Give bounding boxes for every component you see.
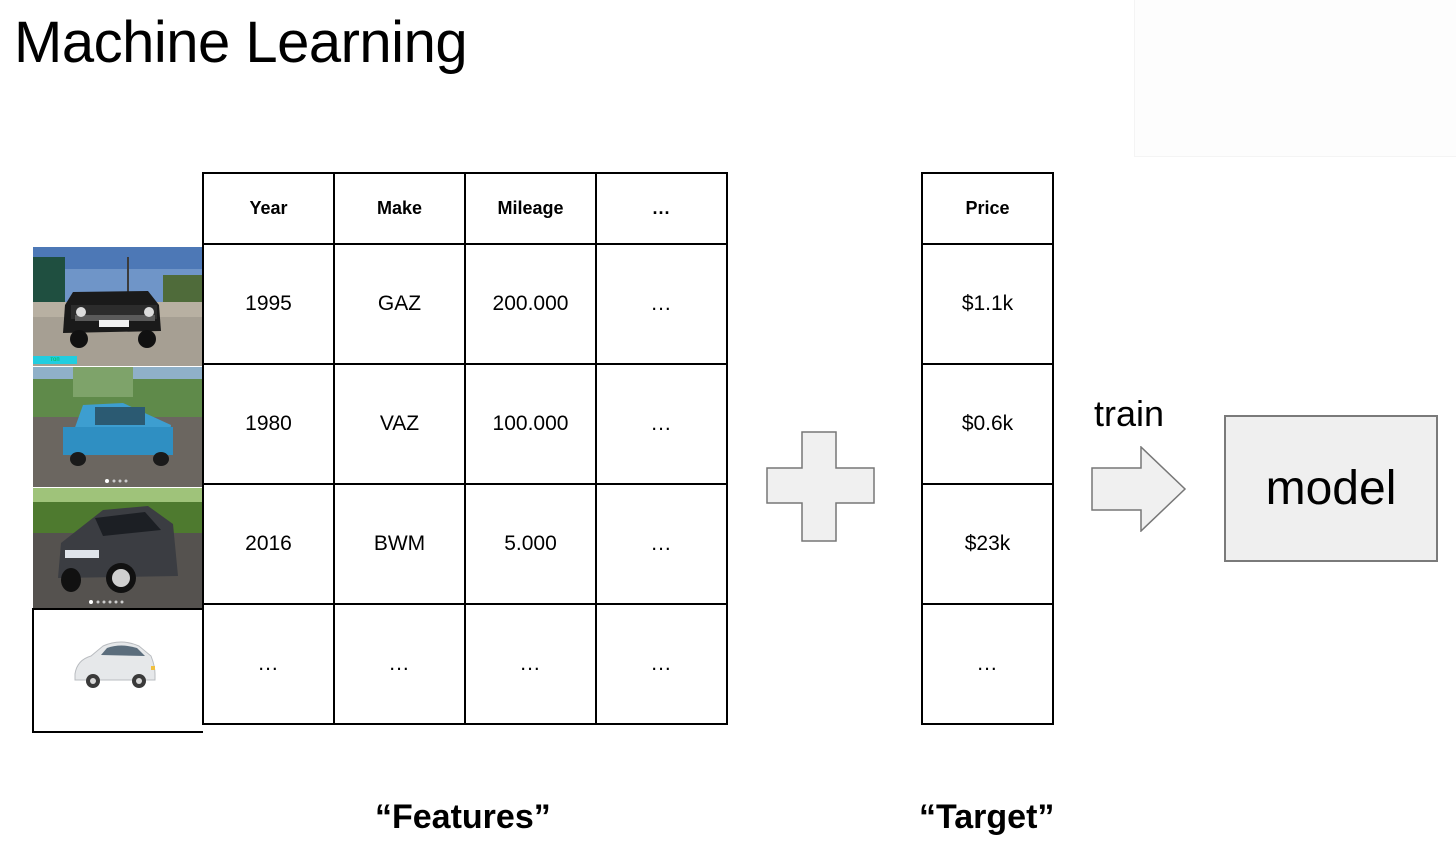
train-label: train [1094, 393, 1165, 434]
cell-mileage: 100.000 [464, 363, 597, 485]
target-table: Price $1.1k $0.6k $23k ... [921, 172, 1054, 725]
car-photo-bmw [33, 488, 202, 608]
cell-year: ... [202, 603, 335, 725]
car-placeholder-cell [32, 608, 203, 733]
table-row: ... [921, 603, 1054, 725]
model-box: model [1224, 415, 1438, 562]
cell-more: ... [595, 243, 728, 365]
arrow-right-icon [1091, 446, 1187, 532]
table-row: $1.1k [921, 243, 1054, 365]
table-row: 1995 GAZ 200.000 ... [202, 243, 728, 365]
table-row: $23k [921, 483, 1054, 605]
table-row: $0.6k [921, 363, 1054, 485]
features-header-row: Year Make Mileage ... [202, 172, 728, 245]
cell-year: 1980 [202, 363, 335, 485]
header-year: Year [202, 172, 335, 245]
photo-tag: топ [33, 356, 77, 364]
header-mileage: Mileage [464, 172, 597, 245]
car-photo-vaz [33, 367, 202, 487]
cell-price: $23k [921, 483, 1054, 605]
header-more: ... [595, 172, 728, 245]
car-icon [74, 641, 156, 688]
cell-mileage: 200.000 [464, 243, 597, 365]
cell-make: GAZ [333, 243, 466, 365]
table-row: ... ... ... ... [202, 603, 728, 725]
cell-make: ... [333, 603, 466, 725]
cell-price: $1.1k [921, 243, 1054, 365]
table-row: 1980 VAZ 100.000 ... [202, 363, 728, 485]
cell-price: ... [921, 603, 1054, 725]
target-label: “Target” [919, 798, 1055, 836]
car-photo-gaz: топ [33, 247, 202, 366]
cell-more: ... [595, 603, 728, 725]
cell-make: BWM [333, 483, 466, 605]
cell-make: VAZ [333, 363, 466, 485]
features-table: Year Make Mileage ... 1995 GAZ 200.000 .… [202, 172, 728, 725]
cell-year: 1995 [202, 243, 335, 365]
cell-mileage: 5.000 [464, 483, 597, 605]
target-header-row: Price [921, 172, 1054, 245]
header-price: Price [921, 172, 1054, 245]
plus-icon [766, 431, 875, 542]
cell-mileage: ... [464, 603, 597, 725]
header-make: Make [333, 172, 466, 245]
cell-price: $0.6k [921, 363, 1054, 485]
features-label: “Features” [375, 798, 551, 836]
cell-more: ... [595, 483, 728, 605]
slide-title: Machine Learning [14, 10, 468, 75]
cell-more: ... [595, 363, 728, 485]
cell-year: 2016 [202, 483, 335, 605]
table-row: 2016 BWM 5.000 ... [202, 483, 728, 605]
corner-panel [1134, 0, 1456, 157]
